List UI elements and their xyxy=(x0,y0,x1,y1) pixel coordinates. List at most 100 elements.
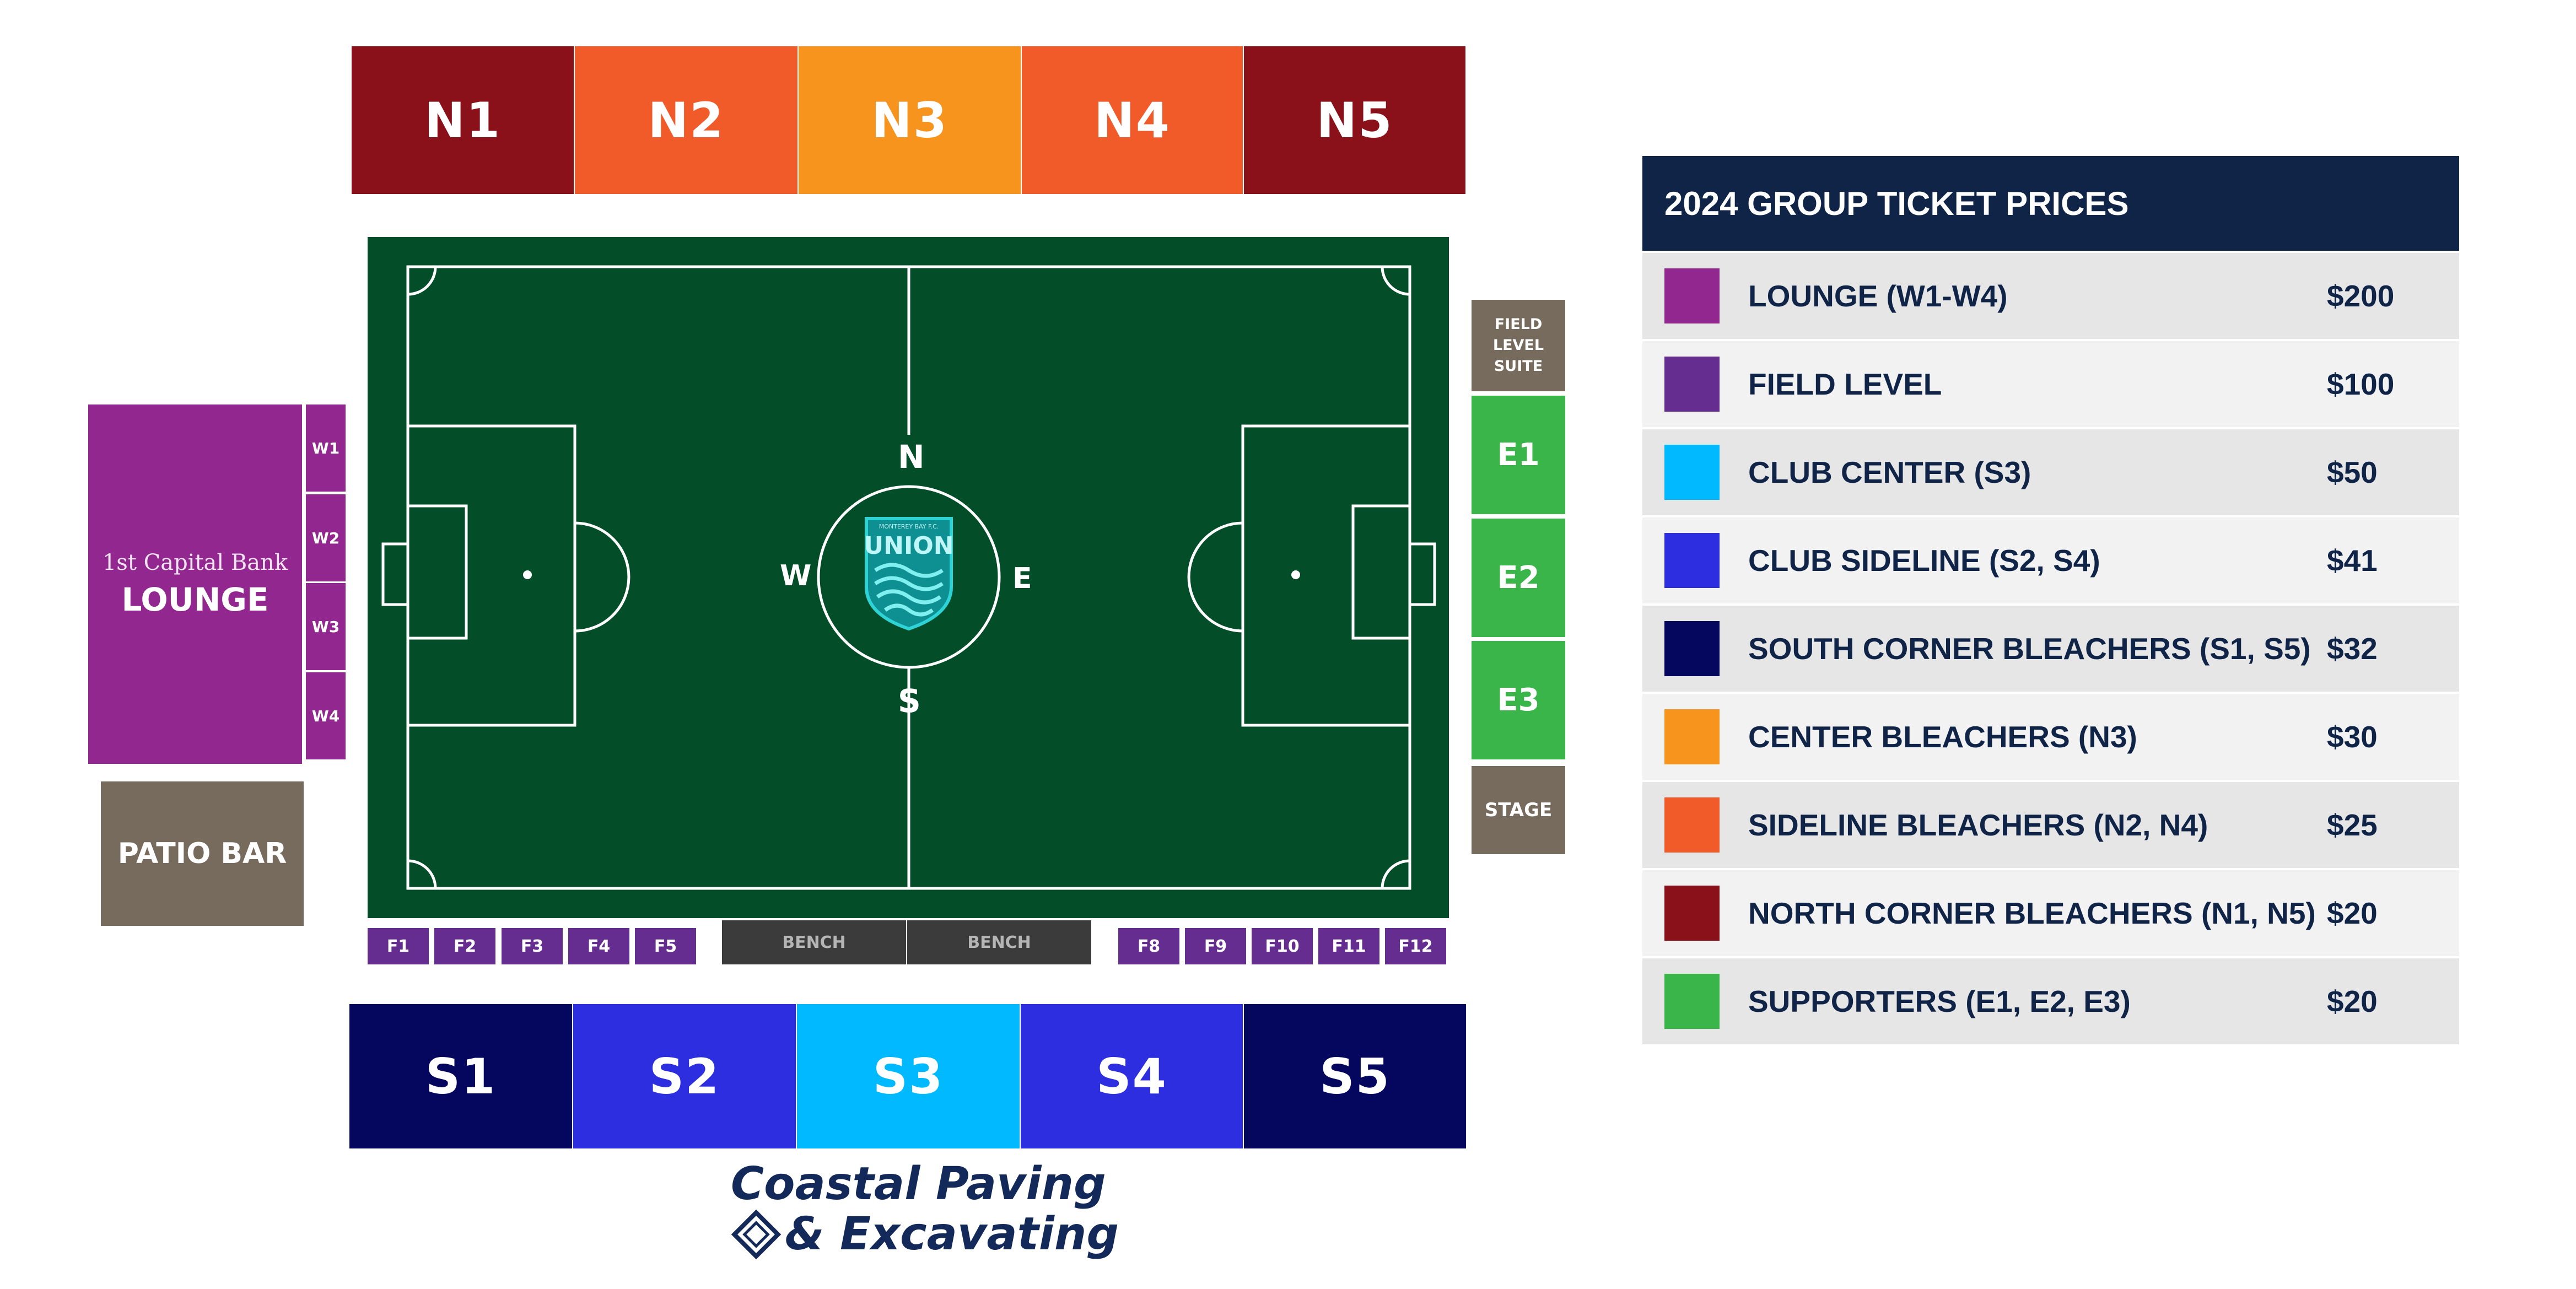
field-box-f2[interactable]: F2 xyxy=(434,928,495,964)
legend-row: CLUB CENTER (S3) $50 xyxy=(1642,427,2459,515)
pitch: N S W E MONTEREY BAY F.C. UNION xyxy=(368,237,1449,918)
west-box-label: W4 xyxy=(311,706,340,725)
crest-text: UNION xyxy=(864,532,954,560)
legend-row: LOUNGE (W1-W4) $200 xyxy=(1642,251,2459,339)
sponsor-line-1: Coastal Paving xyxy=(731,1158,1106,1210)
legend-swatch xyxy=(1664,709,1720,764)
legend-swatch xyxy=(1664,357,1720,412)
west-box-label: W2 xyxy=(311,528,340,547)
field-box-label: F3 xyxy=(520,936,544,956)
legend-swatch xyxy=(1664,268,1720,323)
east-box-e2[interactable]: E2 xyxy=(1472,519,1565,637)
legend-name: SOUTH CORNER BLEACHERS (S1, S5) xyxy=(1748,632,2311,666)
legend-row: SOUTH CORNER BLEACHERS (S1, S5) $32 xyxy=(1642,603,2459,692)
section-label: N2 xyxy=(648,91,725,149)
suite-label: FIELD LEVEL SUITE xyxy=(1492,316,1544,375)
section-label: S3 xyxy=(872,1048,944,1105)
legend-price: $50 xyxy=(2327,455,2378,489)
field-box-f9[interactable]: F9 xyxy=(1185,928,1246,964)
south-section-s5[interactable]: S5 xyxy=(1244,1004,1466,1148)
north-section-n5[interactable]: N5 xyxy=(1244,46,1465,194)
legend-swatch xyxy=(1664,886,1720,941)
field-box-f3[interactable]: F3 xyxy=(502,928,563,964)
lounge[interactable]: 1st Capital Bank LOUNGE xyxy=(88,405,302,764)
crest-small-text: MONTEREY BAY F.C. xyxy=(879,523,939,530)
south-section-s2[interactable]: S2 xyxy=(573,1004,796,1148)
field-box-f5[interactable]: F5 xyxy=(635,928,696,964)
field-box-label: F11 xyxy=(1332,936,1366,956)
legend-swatch xyxy=(1664,974,1720,1029)
legend-row: CLUB SIDELINE (S2, S4) $41 xyxy=(1642,515,2459,603)
legend-name: LOUNGE (W1-W4) xyxy=(1748,279,2008,313)
field-level-suite[interactable]: FIELD LEVEL SUITE xyxy=(1472,300,1565,391)
section-label: S2 xyxy=(649,1048,720,1105)
legend-title: 2024 GROUP TICKET PRICES xyxy=(1642,156,2459,251)
field-box-label: F2 xyxy=(453,936,477,956)
field-box-label: F8 xyxy=(1137,936,1161,956)
legend-price: $25 xyxy=(2327,808,2378,842)
patio-bar-label: PATIO BAR xyxy=(117,837,287,870)
field-box-f4[interactable]: F4 xyxy=(568,928,629,964)
bench-label: BENCH xyxy=(967,932,1031,952)
legend-price: $20 xyxy=(2327,984,2378,1018)
sponsor-logo: Coastal Paving & Excavating xyxy=(731,1159,1119,1260)
pitch-markings xyxy=(381,265,1436,890)
legend-price: $20 xyxy=(2327,896,2378,930)
west-box-w4[interactable]: W4 xyxy=(306,672,346,759)
west-box-w3[interactable]: W3 xyxy=(306,583,346,670)
north-section-n3[interactable]: N3 xyxy=(799,46,1021,194)
legend-price: $32 xyxy=(2327,632,2378,666)
field-box-f10[interactable]: F10 xyxy=(1252,928,1313,964)
south-section-s1[interactable]: S1 xyxy=(349,1004,572,1148)
east-box-label: E3 xyxy=(1497,682,1540,718)
south-section-s3[interactable]: S3 xyxy=(797,1004,1020,1148)
south-section-s4[interactable]: S4 xyxy=(1021,1004,1243,1148)
field-box-label: F4 xyxy=(587,936,611,956)
legend-row: SUPPORTERS (E1, E2, E3)$20 xyxy=(1642,956,2459,1044)
bench-label: BENCH xyxy=(782,932,846,952)
legend-name: CLUB SIDELINE (S2, S4) xyxy=(1748,543,2100,578)
field-box-label: F9 xyxy=(1204,936,1227,956)
west-box-w2[interactable]: W2 xyxy=(306,494,346,581)
legend-row: SIDELINE BLEACHERS (N2, N4) $25 xyxy=(1642,780,2459,868)
stage[interactable]: STAGE xyxy=(1472,766,1565,854)
field-box-f12[interactable]: F12 xyxy=(1385,928,1446,964)
field-box-label: F10 xyxy=(1265,936,1300,956)
east-box-label: E2 xyxy=(1497,560,1540,596)
patio-bar[interactable]: PATIO BAR xyxy=(101,781,304,926)
legend-price: $200 xyxy=(2327,279,2395,313)
legend-name: CLUB CENTER (S3) xyxy=(1748,455,2031,489)
compass-south: S xyxy=(898,682,921,720)
field-box-label: F1 xyxy=(386,936,410,956)
crest-shield-icon xyxy=(865,517,953,631)
field-box-f8[interactable]: F8 xyxy=(1118,928,1179,964)
east-box-e1[interactable]: E1 xyxy=(1472,396,1565,514)
section-label: N5 xyxy=(1316,91,1393,149)
section-label: N3 xyxy=(871,91,948,149)
west-box-label: W3 xyxy=(311,617,340,636)
section-label: S5 xyxy=(1319,1048,1391,1105)
north-section-n1[interactable]: N1 xyxy=(352,46,574,194)
legend-row: NORTH CORNER BLEACHERS (N1, N5) $20 xyxy=(1642,868,2459,956)
north-section-n2[interactable]: N2 xyxy=(575,46,797,194)
north-section-n4[interactable]: N4 xyxy=(1022,46,1243,194)
legend-price: $41 xyxy=(2327,543,2378,578)
legend-name: NORTH CORNER BLEACHERS (N1, N5) xyxy=(1748,896,2316,930)
field-box-label: F5 xyxy=(654,936,677,956)
legend-price: $30 xyxy=(2327,720,2378,754)
legend-swatch xyxy=(1664,445,1720,500)
legend-name: SIDELINE BLEACHERS (N2, N4) xyxy=(1748,808,2208,842)
legend-row: CENTER BLEACHERS (N3)$30 xyxy=(1642,692,2459,780)
west-box-w1[interactable]: W1 xyxy=(306,405,346,492)
west-box-label: W1 xyxy=(311,439,340,457)
stage-label: STAGE xyxy=(1484,799,1553,821)
legend-swatch xyxy=(1664,797,1720,853)
field-box-f1[interactable]: F1 xyxy=(368,928,429,964)
lounge-label: LOUNGE xyxy=(121,581,269,618)
east-box-e3[interactable]: E3 xyxy=(1472,641,1565,759)
section-label: N1 xyxy=(424,91,501,149)
lounge-sponsor-label: 1st Capital Bank xyxy=(102,550,288,575)
field-box-f11[interactable]: F11 xyxy=(1318,928,1379,964)
bench-2: BENCH xyxy=(907,920,1091,964)
legend-price: $100 xyxy=(2327,367,2395,401)
